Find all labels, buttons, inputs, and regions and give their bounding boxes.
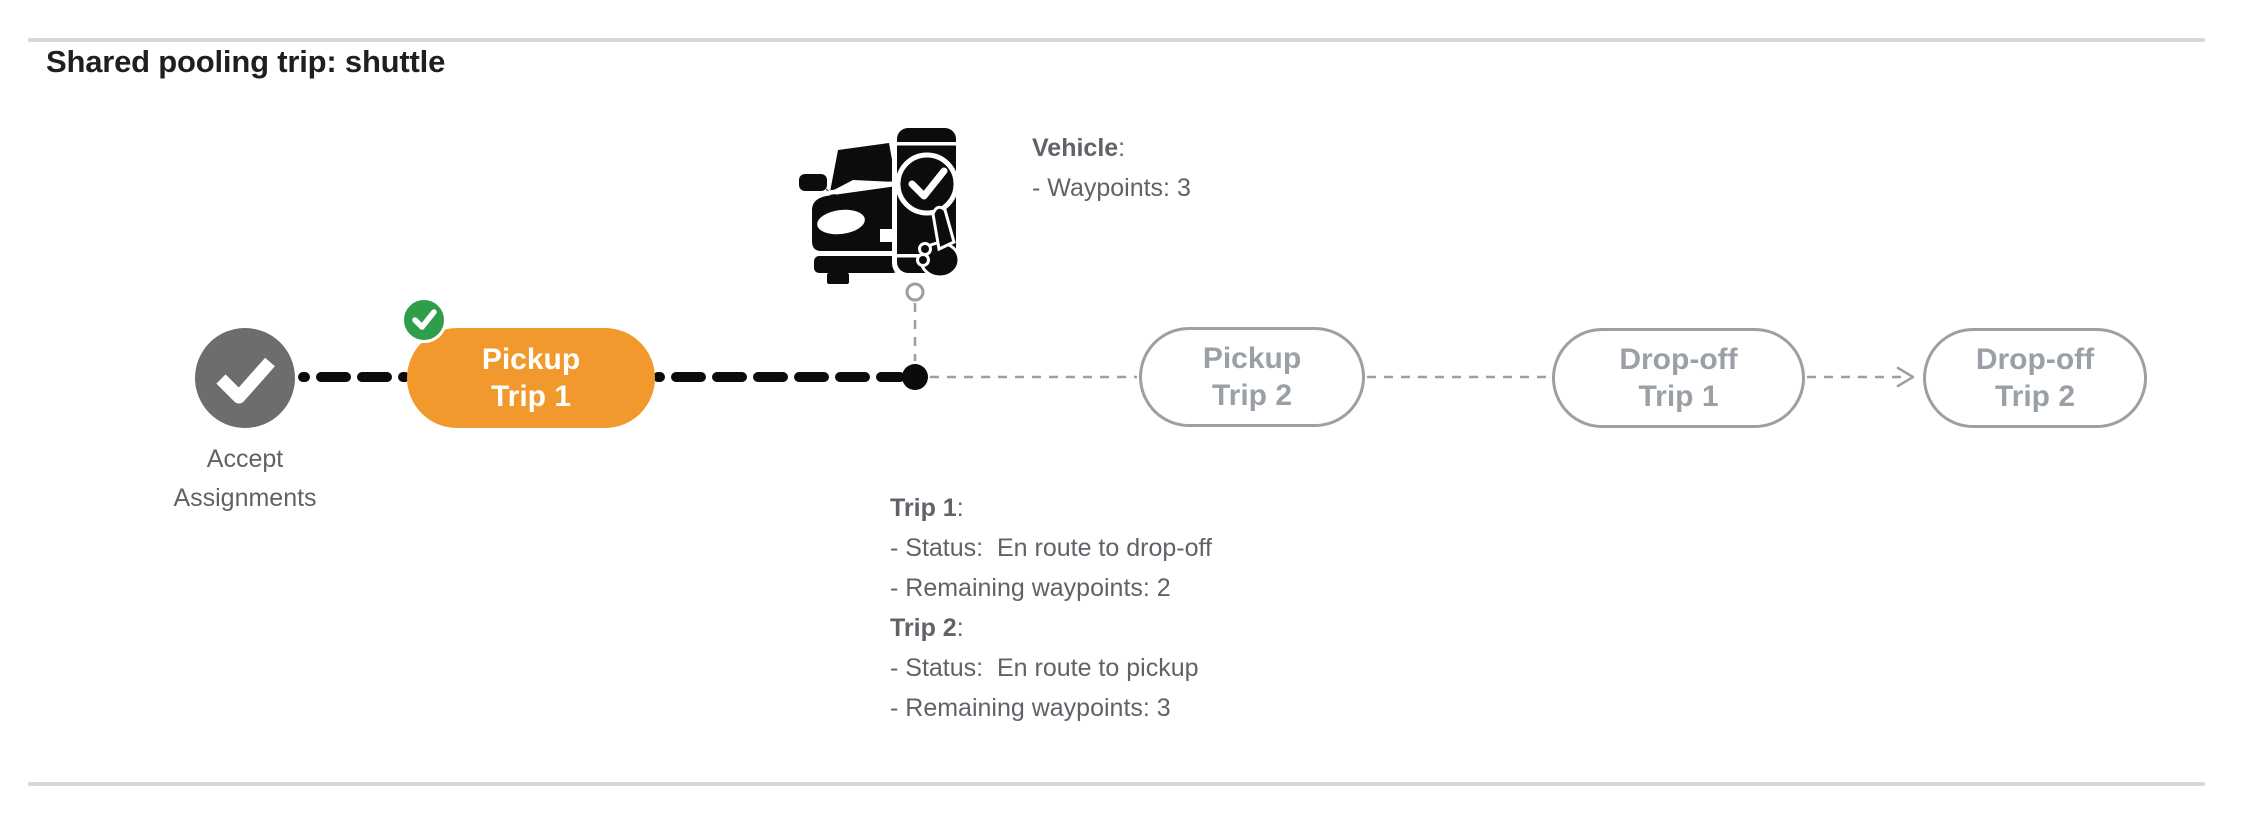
vehicle-info-heading: Vehicle: bbox=[1032, 134, 1126, 162]
position-dot-icon bbox=[902, 364, 928, 390]
node-dropoff-trip-2: Drop-off Trip 2 bbox=[1923, 328, 2147, 428]
trip1-status-line: - Status: En route to drop-off bbox=[890, 534, 1212, 562]
car-shape bbox=[799, 143, 898, 284]
page-title: Shared pooling trip: shuttle bbox=[46, 44, 446, 79]
pill-label-line2: Trip 2 bbox=[1211, 379, 1293, 412]
pill-label-line2: Trip 1 bbox=[1638, 380, 1719, 413]
pill-label-line1: Drop-off bbox=[1975, 343, 2095, 376]
trip-status-info: Trip 1: - Status: En route to drop-off -… bbox=[890, 488, 1212, 728]
trip1-heading: Trip 1: bbox=[890, 494, 964, 522]
pill-label-line1: Pickup bbox=[481, 343, 581, 376]
pill-label-line1: Drop-off bbox=[1619, 343, 1738, 376]
node-pickup-trip-1: Pickup Trip 1 bbox=[407, 328, 655, 428]
check-icon bbox=[412, 309, 437, 330]
node-dropoff-trip-1: Drop-off Trip 1 bbox=[1552, 328, 1805, 428]
hand-shape bbox=[916, 205, 961, 279]
check-icon bbox=[216, 357, 275, 404]
check-badge-icon bbox=[401, 297, 447, 343]
accept-node-circle bbox=[195, 328, 295, 428]
accept-label-line2: Assignments bbox=[173, 484, 317, 512]
pill-label-line2: Trip 2 bbox=[1994, 380, 2076, 413]
trip2-heading: Trip 2: bbox=[890, 614, 964, 642]
callout-anchor-circle bbox=[905, 282, 925, 302]
trip2-status-line: - Status: En route to pickup bbox=[890, 654, 1199, 682]
vehicle-phone-accept-icon bbox=[799, 123, 961, 284]
accept-assignments-label: Accept Assignments bbox=[95, 440, 395, 518]
trip1-waypoints-line: - Remaining waypoints: 2 bbox=[890, 574, 1171, 602]
top-divider bbox=[28, 38, 2205, 42]
node-pickup-trip-2: Pickup Trip 2 bbox=[1139, 327, 1365, 427]
accept-label-line1: Accept bbox=[206, 445, 284, 473]
bottom-divider bbox=[28, 782, 2205, 786]
pill-label-line2: Trip 1 bbox=[490, 380, 572, 413]
trip2-waypoints-line: - Remaining waypoints: 3 bbox=[890, 694, 1171, 722]
vehicle-info-line: - Waypoints: 3 bbox=[1032, 174, 1191, 202]
pill-label-line1: Pickup bbox=[1202, 342, 1302, 375]
accept-assignments-node bbox=[195, 328, 295, 428]
vehicle-info: Vehicle: - Waypoints: 3 bbox=[1032, 128, 1191, 208]
arrowhead-icon bbox=[1896, 366, 1915, 388]
check-circle-icon bbox=[895, 152, 959, 216]
